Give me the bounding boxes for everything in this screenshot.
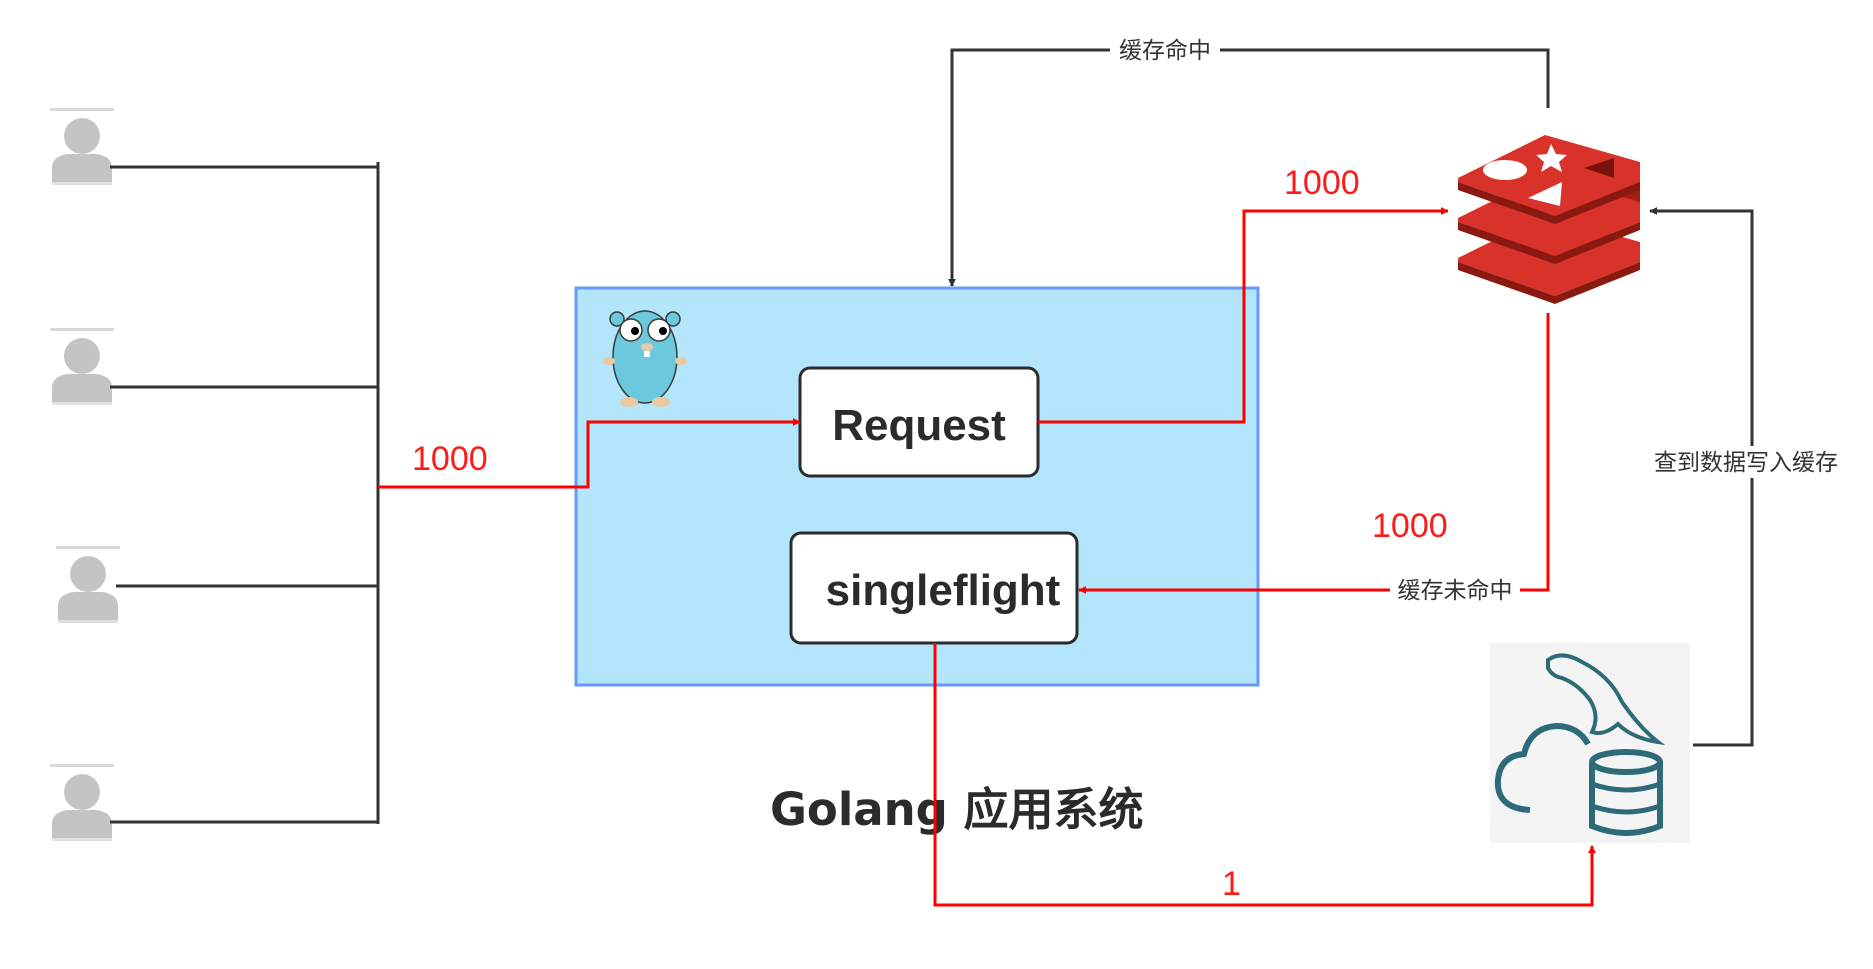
redis-icon	[1458, 135, 1640, 304]
user-connectors	[110, 162, 380, 824]
singleflight-to-db-count: 1	[1222, 865, 1241, 903]
cache-miss-label: 缓存未命中	[1398, 578, 1513, 604]
cache-hit-arrow	[948, 48, 1550, 287]
request-to-cache-count: 1000	[1284, 164, 1360, 202]
user-icon	[50, 328, 114, 405]
user-icon	[50, 108, 114, 185]
request-label: Request	[832, 401, 1006, 450]
singleflight-to-db-arrow	[933, 643, 1596, 907]
request-to-cache-arrow	[1038, 207, 1449, 424]
users-to-request-arrow	[378, 418, 801, 489]
singleflight-label: singleflight	[826, 566, 1061, 615]
cache-miss-count: 1000	[1372, 507, 1448, 545]
mysql-database-icon	[1490, 643, 1690, 843]
go-gopher-icon	[603, 310, 687, 407]
users-to-request-count: 1000	[412, 440, 488, 478]
cache-miss-arrow	[1078, 313, 1550, 594]
user-icon	[50, 764, 114, 841]
cache-hit-label: 缓存命中	[1119, 38, 1211, 64]
app-system-caption: Golang 应用系统	[770, 783, 1144, 836]
user-icon	[56, 546, 120, 623]
write-back-label: 查到数据写入缓存	[1654, 450, 1838, 476]
